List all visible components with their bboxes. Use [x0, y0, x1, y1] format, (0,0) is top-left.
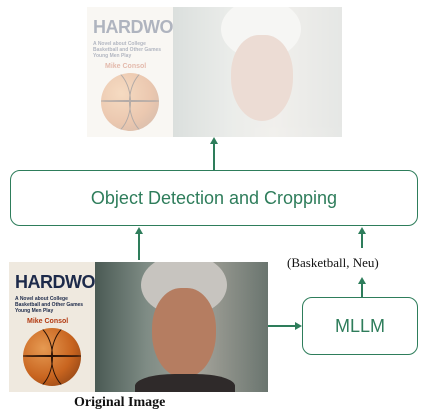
arrow-mllm-to-label — [361, 283, 363, 297]
arrow-head-detection-to-crop — [210, 137, 218, 144]
cropped-portrait-hair — [221, 7, 301, 59]
original-image-caption: Original Image — [74, 395, 166, 410]
arrow-head-original-to-mllm — [295, 322, 302, 330]
object-detection-label: Object Detection and Cropping — [90, 187, 338, 208]
mllm-label: MLLM — [334, 315, 385, 336]
portrait-face — [152, 288, 216, 378]
basketball-icon — [23, 328, 81, 386]
mllm-output-label: (Basketball, Neu) — [287, 255, 379, 270]
book-title: HARDWOOD — [15, 272, 95, 292]
object-detection-box: Object Detection and Cropping — [10, 170, 418, 226]
cropped-book-title: HARDWOOD — [93, 17, 173, 37]
cropped-portrait-photo — [173, 7, 342, 137]
arrow-head-label-to-detection — [358, 227, 366, 234]
cropped-book-subtitle: A Novel about College Basketball and Oth… — [93, 41, 162, 59]
book-subtitle: A Novel about College Basketball and Oth… — [15, 296, 84, 314]
book-author: Mike Consol — [27, 318, 69, 325]
book-cover: HARDWOOD A Novel about College Basketbal… — [9, 262, 95, 392]
arrow-original-to-mllm — [268, 325, 295, 327]
cropped-basketball-icon — [101, 73, 159, 131]
cropped-book-author: Mike Consol — [105, 63, 147, 70]
portrait-photo — [95, 262, 268, 392]
cropped-book-cover: HARDWOOD A Novel about College Basketbal… — [87, 7, 173, 137]
cropped-portrait-face — [231, 35, 293, 121]
arrow-original-to-detection — [138, 233, 140, 260]
original-image: HARDWOOD A Novel about College Basketbal… — [9, 262, 268, 392]
arrow-head-original-to-detection — [135, 227, 143, 234]
mllm-box: MLLM — [302, 297, 418, 355]
arrow-detection-to-crop — [213, 143, 215, 170]
portrait-shirt — [135, 374, 235, 392]
cropped-image: HARDWOOD A Novel about College Basketbal… — [87, 7, 342, 137]
arrow-head-mllm-to-label — [358, 277, 366, 284]
arrow-label-to-detection — [361, 233, 363, 248]
